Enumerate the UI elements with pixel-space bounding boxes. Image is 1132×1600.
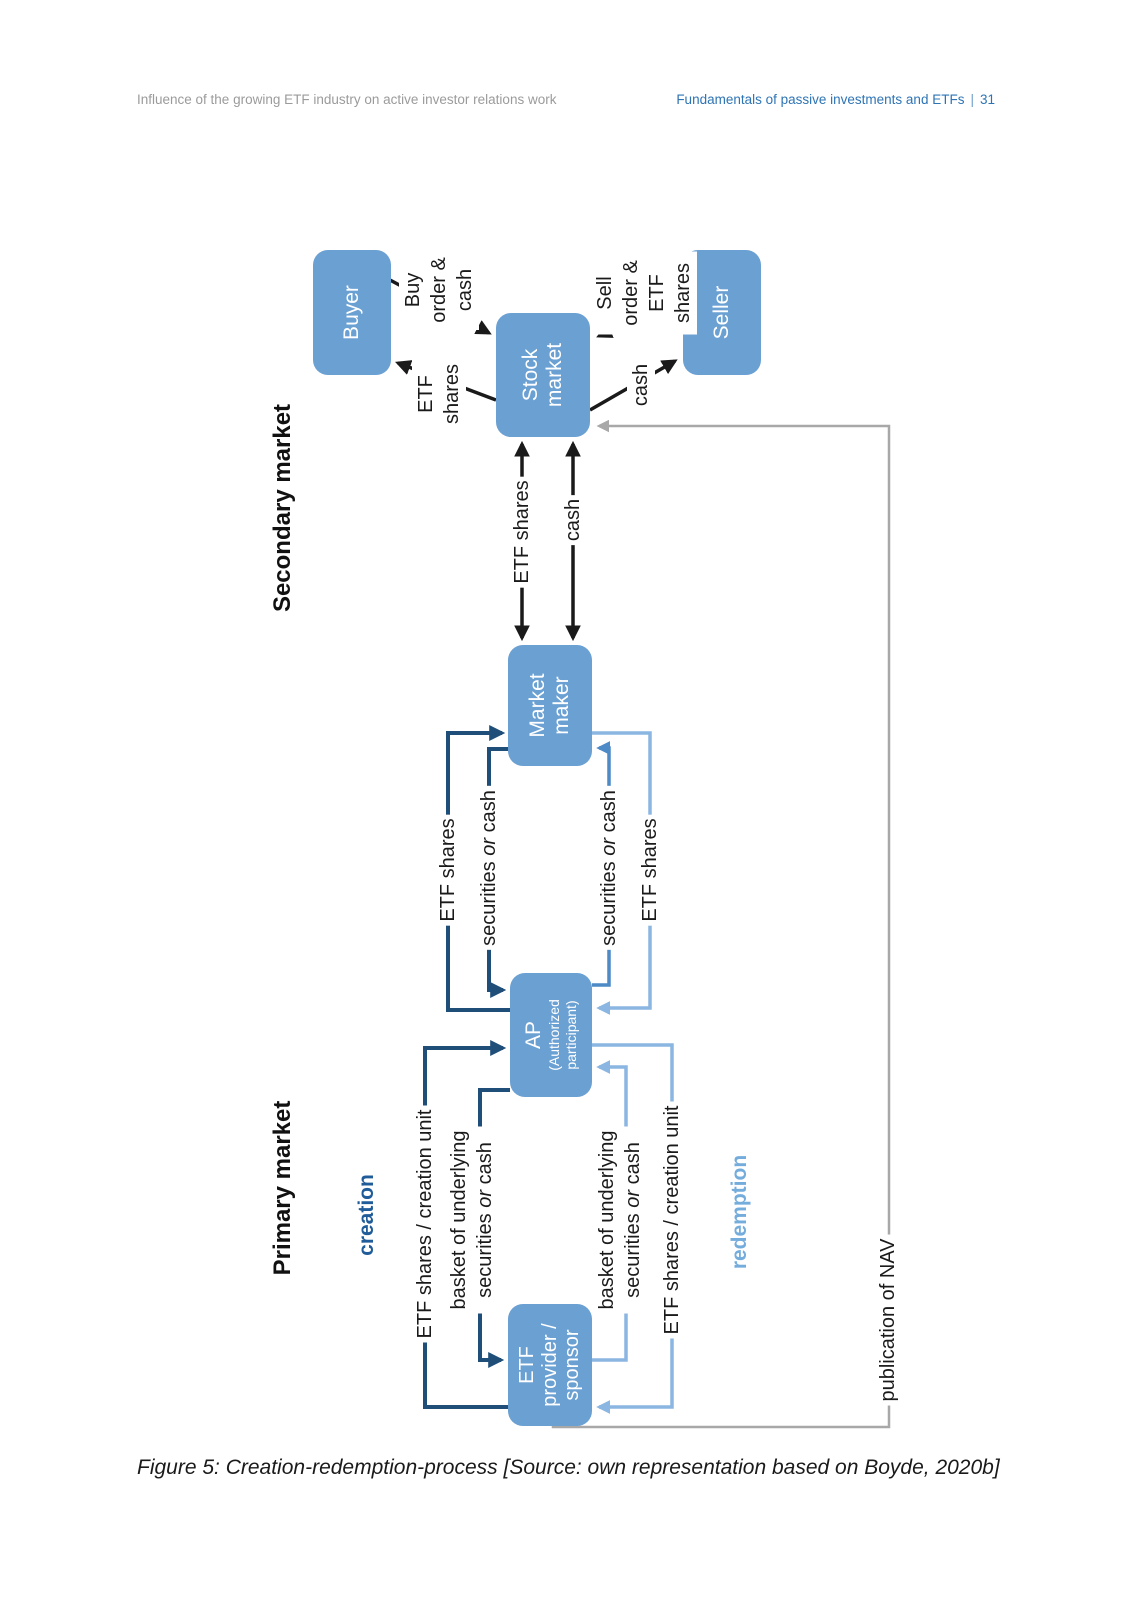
label-cash-to-seller: cash bbox=[627, 359, 655, 411]
label-creation-securities-or-cash: securities or cash bbox=[475, 786, 503, 950]
label-cash-mm-stock: cash bbox=[559, 494, 587, 546]
page-number: 31 bbox=[979, 92, 995, 107]
label-redemption-securities-or-cash: securities or cash bbox=[595, 786, 623, 950]
box-buyer: Buyer bbox=[313, 250, 391, 375]
label-redemption-unit: ETF shares / creation unit bbox=[658, 1101, 686, 1339]
box-authorized-participant: AP (Authorized participant) bbox=[510, 973, 592, 1097]
running-header-left: Influence of the growing ETF industry on… bbox=[137, 92, 557, 107]
page-number-divider: | bbox=[970, 92, 974, 107]
label-sell-order-etf-shares: Sell order & ETF shares bbox=[591, 251, 697, 335]
label-redemption-etf-shares: ETF shares bbox=[636, 814, 664, 926]
box-etf-provider: ETF provider / sponsor bbox=[508, 1304, 592, 1426]
label-etf-shares-to-buyer: ETF shares bbox=[412, 359, 466, 429]
label-creation-unit: ETF shares / creation unit bbox=[411, 1105, 439, 1343]
creation-flow-label: creation bbox=[355, 1174, 378, 1256]
figure-caption: Figure 5: Creation-redemption-process [S… bbox=[137, 1456, 1000, 1479]
running-header-right: Fundamentals of passive investments and … bbox=[676, 92, 995, 107]
box-market-maker: Market maker bbox=[508, 645, 592, 766]
label-publication-of-nav: publication of NAV bbox=[874, 1234, 902, 1406]
figure-rotated-container: Secondary market Primary market creation… bbox=[258, 210, 918, 1460]
label-etf-shares-mm-stock: ETF shares bbox=[508, 476, 536, 588]
label-creation-etf-shares: ETF shares bbox=[434, 814, 462, 926]
secondary-market-title: Secondary market bbox=[269, 403, 296, 613]
chapter-title: Fundamentals of passive investments and … bbox=[676, 92, 965, 107]
creation-redemption-diagram: Secondary market Primary market creation… bbox=[258, 210, 918, 1460]
redemption-flow-label: redemption bbox=[728, 1154, 751, 1270]
primary-market-title: Primary market bbox=[269, 1100, 296, 1276]
box-stock-market: Stock market bbox=[496, 313, 590, 437]
label-buy-order-cash: Buy order & cash bbox=[399, 250, 479, 330]
